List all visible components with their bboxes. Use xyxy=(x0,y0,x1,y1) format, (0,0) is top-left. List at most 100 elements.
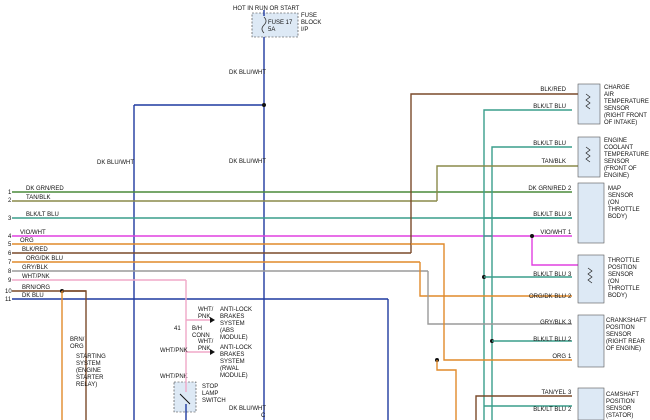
svg-text:CRANKSHAFT: CRANKSHAFT xyxy=(606,318,647,324)
label-blk-red-left: BLK/RED xyxy=(22,247,48,253)
pin-map-2: 2 xyxy=(568,186,572,192)
left-pin-10: 10 xyxy=(5,289,12,295)
map-sensor-box xyxy=(577,182,605,244)
svg-text:BODY): BODY) xyxy=(608,214,627,220)
svg-text:STARTING: STARTING xyxy=(76,354,106,360)
conn-number: 41 xyxy=(174,326,181,332)
svg-text:SENSOR: SENSOR xyxy=(604,106,630,112)
svg-text:ENGINE: ENGINE xyxy=(604,138,627,144)
pin-crank-3: 3 xyxy=(568,320,572,326)
svg-text:B/H: B/H xyxy=(192,326,202,332)
svg-text:BRN/: BRN/ xyxy=(70,337,85,343)
label-tan-blk-right: TAN/BLK xyxy=(541,159,566,165)
svg-text:ORG: ORG xyxy=(70,344,84,350)
pin-tps-2: 2 xyxy=(568,294,572,300)
svg-text:TEMPERATURE: TEMPERATURE xyxy=(604,152,649,158)
svg-text:OF INTAKE): OF INTAKE) xyxy=(604,120,637,126)
wire-blk-lt-blu-route-b xyxy=(491,146,572,420)
potentiometer-symbol xyxy=(587,267,593,284)
svg-text:(ENGINE: (ENGINE xyxy=(76,368,101,374)
svg-text:SENSOR: SENSOR xyxy=(604,159,630,165)
svg-text:PNK: PNK xyxy=(198,346,210,352)
stop-lamp-switch-box xyxy=(173,381,197,413)
svg-text:COOLANT: COOLANT xyxy=(604,145,633,151)
label-wht-pnk-low: WHT/PNK xyxy=(160,374,188,380)
svg-text:MODULE): MODULE) xyxy=(220,373,248,379)
label-blk-lt-blu-right-1: BLK/LT BLU xyxy=(533,104,566,110)
label-tan-yel-right: TAN/YEL xyxy=(541,390,566,396)
label-blk-lt-blu-right-3: BLK/LT BLU xyxy=(533,212,566,218)
svg-text:SYSTEM: SYSTEM xyxy=(76,361,101,367)
svg-text:THROTTLE: THROTTLE xyxy=(608,258,640,264)
label-dk-blu-wht-3: DK BLU/WHT xyxy=(229,159,266,165)
svg-text:(ABS: (ABS xyxy=(220,328,234,334)
label-gry-blk-left: GRY/BLK xyxy=(22,265,48,271)
left-pin-5: 5 xyxy=(8,242,12,248)
svg-text:SWITCH: SWITCH xyxy=(202,398,226,404)
crank-label: CRANKSHAFT POSITION SENSOR (RIGHT REAR O… xyxy=(606,318,647,352)
charge-air-label: CHARGE AIR TEMPERATURE SENSOR (RIGHT FRO… xyxy=(604,85,649,126)
svg-text:(RIGHT FRONT: (RIGHT FRONT xyxy=(604,113,647,119)
rwal-label: ANTI-LOCK BRAKES SYSTEM (RWAL MODULE) xyxy=(220,345,252,379)
pin-crank-1: 1 xyxy=(568,354,572,360)
fuse-symbol xyxy=(261,16,267,34)
wire-org-cam xyxy=(436,360,457,420)
svg-text:WHT/: WHT/ xyxy=(198,339,214,345)
wire-org-crank xyxy=(411,243,572,361)
svg-text:BRAKES: BRAKES xyxy=(220,352,244,358)
label-org-dk-blu-right: ORG/DK BLU xyxy=(529,294,566,300)
label-blk-lt-blu-right-6: BLK/LT BLU xyxy=(533,407,566,413)
svg-text:CAMSHAFT: CAMSHAFT xyxy=(606,392,639,398)
left-pin-8: 8 xyxy=(8,269,12,275)
svg-text:SYSTEM: SYSTEM xyxy=(220,321,245,327)
label-blk-lt-blu-right-5: BLK/LT BLU xyxy=(533,337,566,343)
label-blk-red-right: BLK/RED xyxy=(540,87,566,93)
svg-text:TEMPERATURE: TEMPERATURE xyxy=(604,99,649,105)
map-label: MAP SENSOR (ON THROTTLE BODY) xyxy=(608,186,640,220)
svg-text:ENGINE): ENGINE) xyxy=(604,173,629,179)
label-dk-grn-red-left: DK GRN/RED xyxy=(26,186,64,192)
label-org-left: ORG xyxy=(20,238,34,244)
svg-text:(STATOR): (STATOR) xyxy=(606,413,633,419)
fuse-block-line-2: BLOCK xyxy=(301,20,321,26)
svg-text:BODY): BODY) xyxy=(608,293,627,299)
label-org-right: ORG xyxy=(552,354,566,360)
fuse-hot-label: HOT IN RUN OR START xyxy=(233,6,300,12)
pin-crank-2: 2 xyxy=(568,337,572,343)
label-wht-pnk-mid: WHT/PNK xyxy=(160,348,188,354)
splice-dot xyxy=(262,103,266,107)
fuse-block-line-3: I/P xyxy=(301,27,308,33)
svg-text:ANTI-LOCK: ANTI-LOCK xyxy=(220,307,252,313)
label-blk-lt-blu-left: BLK/LT BLU xyxy=(26,212,59,218)
cam-sensor-box xyxy=(577,387,605,420)
pin-cam-2: 2 xyxy=(568,407,572,413)
wire-tan-yel-route xyxy=(475,395,572,420)
label-dk-blu-left: DK BLU xyxy=(22,293,44,299)
left-pin-1: 1 xyxy=(8,190,12,196)
fuse-block-box xyxy=(251,12,299,38)
label-gry-blk-right: GRY/BLK xyxy=(540,320,566,326)
wire-vio-wht-tps xyxy=(531,236,584,266)
left-pin-7: 7 xyxy=(8,260,12,266)
svg-text:STOP: STOP xyxy=(202,384,218,390)
svg-text:ANTI-LOCK: ANTI-LOCK xyxy=(220,345,252,351)
arrow-icon xyxy=(210,317,215,323)
left-pin-4: 4 xyxy=(8,234,12,240)
svg-text:SENSOR: SENSOR xyxy=(608,272,634,278)
svg-text:BRAKES: BRAKES xyxy=(220,314,244,320)
svg-text:SENSOR: SENSOR xyxy=(606,406,632,412)
fuse-rating: 5A xyxy=(268,27,275,33)
label-c: C xyxy=(261,413,266,419)
svg-text:MODULE): MODULE) xyxy=(220,335,248,341)
svg-text:(RWAL: (RWAL xyxy=(220,366,240,372)
svg-text:SYSTEM: SYSTEM xyxy=(220,359,245,365)
wire-tan-blk-route xyxy=(436,165,584,201)
switch-contact xyxy=(179,393,191,405)
svg-text:POSITION: POSITION xyxy=(606,325,635,331)
abs-label: ANTI-LOCK BRAKES SYSTEM (ABS MODULE) xyxy=(220,307,252,341)
label-blk-lt-blu-right-2: BLK/LT BLU xyxy=(533,141,566,147)
label-dk-blu-wht-2: DK BLU/WHT xyxy=(97,160,134,166)
svg-text:WHT/: WHT/ xyxy=(198,307,214,313)
svg-text:AIR: AIR xyxy=(604,92,615,98)
svg-text:THROTTLE: THROTTLE xyxy=(608,207,640,213)
